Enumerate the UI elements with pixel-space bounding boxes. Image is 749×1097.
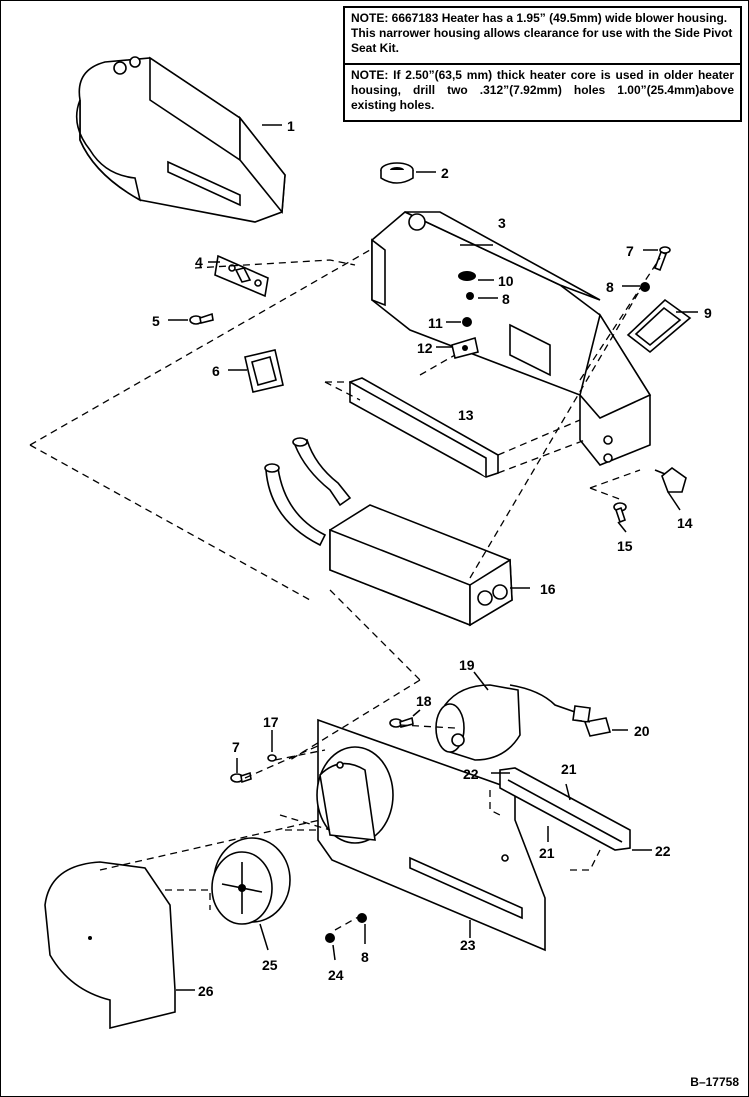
part-motor-19 [435,684,591,761]
part-heater-core-16 [264,437,513,627]
callout-10: 10 [498,273,514,289]
callout-23: 23 [460,937,476,953]
part-filter-frame-21 [499,767,631,851]
drawing-code: B–17758 [690,1075,739,1089]
callout-7-lower: 7 [232,739,240,755]
callout-14: 14 [677,515,693,531]
callout-3: 3 [498,215,506,231]
callout-24: 24 [328,967,344,983]
part-screw-7-lower [230,771,252,784]
part-washer-8-mid [466,292,474,300]
part-mounting-plate-23 [316,718,546,952]
leader-lines [168,124,698,991]
part-gasket-6 [244,349,284,393]
callout-15: 15 [617,538,633,554]
callout-7-top: 7 [626,243,634,259]
callout-18: 18 [416,693,432,709]
callout-21-lower: 21 [539,845,555,861]
part-grommet [380,162,414,184]
callout-9: 9 [704,305,712,321]
callout-22-lower: 22 [655,843,671,859]
callout-22-upper: 22 [463,766,479,782]
callout-21-upper: 21 [561,761,577,777]
part-blower-housing-26 [44,861,176,1030]
callout-12: 12 [417,340,433,356]
part-screw-5 [189,312,214,325]
part-blower-wheel-25 [211,837,291,925]
part-heater-housing [371,211,652,466]
part-washer-8-bottom [357,913,367,923]
part-bracket [214,254,269,298]
part-nut-24 [325,933,335,943]
part-plate-13 [349,377,499,478]
part-nut-11 [462,317,472,327]
callout-8-top: 8 [606,279,614,295]
note-heater-core-drill: NOTE: If 2.50”(63,5 mm) thick heater cor… [343,63,742,122]
part-screw-15 [613,502,627,524]
callout-1: 1 [287,118,295,134]
part-knob-14 [654,466,687,493]
callout-26: 26 [198,983,214,999]
part-clip-12 [451,336,479,359]
part-blower-housing-cover [75,56,286,223]
part-gasket-9 [626,298,692,354]
callout-8-bottom: 8 [361,949,369,965]
callout-17: 17 [263,714,279,730]
callout-11: 11 [428,315,443,331]
assembly-lines [29,249,661,931]
callout-13: 13 [458,407,474,423]
callout-2: 2 [441,165,449,181]
callout-5: 5 [152,313,160,329]
part-connector-20 [583,717,612,737]
part-washer-17 [267,754,277,762]
callout-19: 19 [459,657,475,673]
callout-16: 16 [540,581,556,597]
callout-25: 25 [262,957,278,973]
callout-20: 20 [634,723,650,739]
callout-6: 6 [212,363,220,379]
callout-4: 4 [195,254,203,270]
part-screw-7-top [653,246,671,272]
callout-labels: 1 2 3 4 5 6 7 8 9 10 8 11 12 13 14 15 16… [152,118,712,999]
callout-8-mid: 8 [502,291,510,307]
